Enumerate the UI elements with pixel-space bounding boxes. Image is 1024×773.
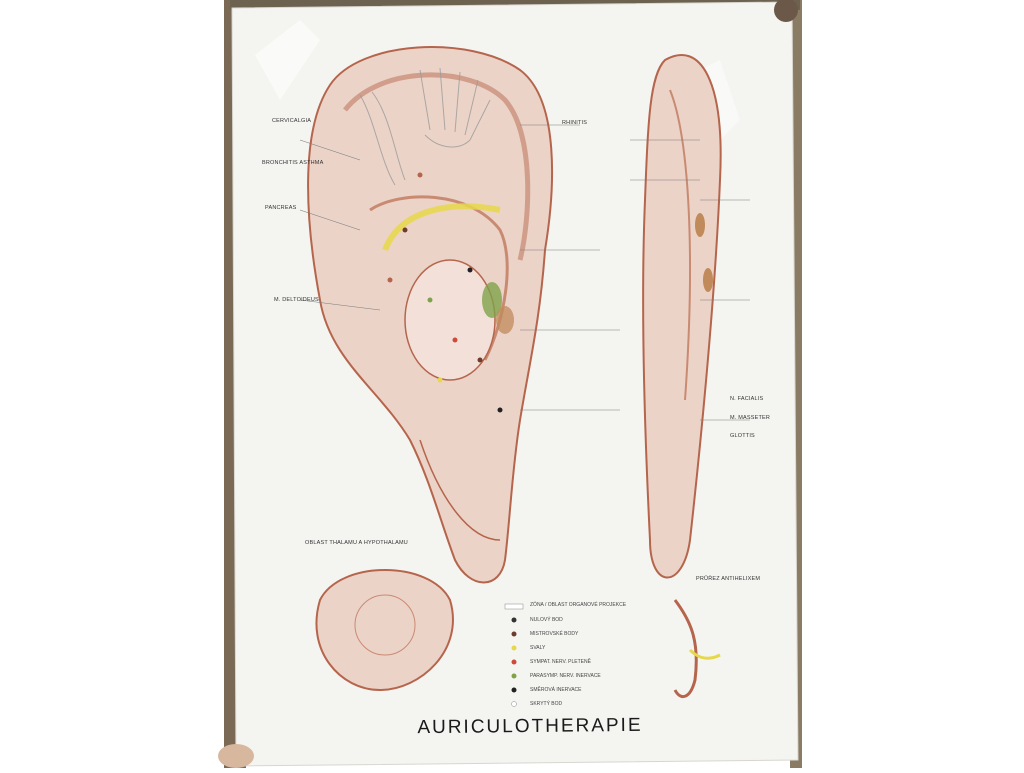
label-oblast-thalamu: OBLAST THALAMU A HYPOTHALAMU xyxy=(305,540,408,546)
label-m-masseter: M. MASSETER xyxy=(730,415,771,421)
label-bronchitis: BRONCHITIS ASTHMA xyxy=(262,160,324,166)
antihelix-section xyxy=(630,54,750,579)
hand-bottom-left xyxy=(218,744,254,768)
legend-zona: ZÓNA / OBLAST ORGANOVÉ PROJEKCE xyxy=(530,602,627,608)
leader-lines xyxy=(299,124,620,411)
foot-icon xyxy=(359,91,406,186)
legend-mistrovske: MISTROVSKÉ BODY xyxy=(530,631,579,637)
glare-top xyxy=(255,20,320,100)
small-section xyxy=(673,599,721,698)
legend-nulovy-bod: NULOVÝ BOD xyxy=(530,617,563,623)
concha xyxy=(404,259,496,381)
ear-points xyxy=(387,172,503,413)
label-rhinitis: RHINITIS xyxy=(562,120,588,126)
legend-smerova: SMĚROVÁ INERVACE xyxy=(530,687,582,693)
hand-top-right xyxy=(774,0,798,22)
label-n-facialis: N. FACIALIS xyxy=(730,396,764,402)
label-pancreas: PANCREAS xyxy=(265,205,297,211)
green-organ xyxy=(482,282,502,318)
legend-svaly: SVALY xyxy=(530,645,546,651)
ear-illustration xyxy=(299,46,620,584)
lobe xyxy=(419,439,501,541)
thalamus-detail xyxy=(315,569,454,692)
legend-dots xyxy=(504,603,524,707)
label-glottis: GLOTTIS xyxy=(730,433,755,439)
label-cervicalgia: CERVICALGIA xyxy=(272,118,312,124)
legend-parasymp: PARASYMP. NERV. INERVACE xyxy=(530,673,601,679)
brown-organ xyxy=(496,306,514,334)
label-m-deltoideus: M. DELTOIDEUS xyxy=(274,297,319,303)
legend-sympat: SYMPAT. NERV. PLETENĚ xyxy=(530,659,591,665)
legend-skryty: SKRYTÝ BOD xyxy=(530,701,563,707)
yellow-band xyxy=(382,203,501,252)
hand-icon xyxy=(419,67,491,148)
label-prurez: PRŮŘEZ ANTIHELIXEM xyxy=(696,576,761,582)
helix-rim xyxy=(343,72,531,261)
